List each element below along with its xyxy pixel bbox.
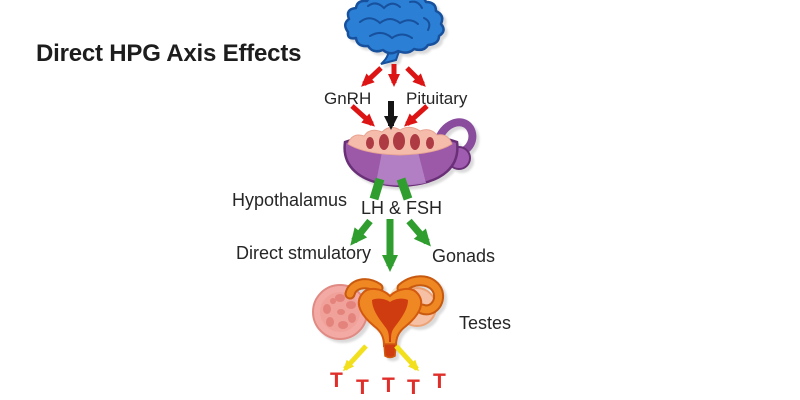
green-stubs-gland-to-lhfsh [369,177,413,201]
label-gnrh: GnRH [324,89,372,108]
label-pituitary: Pituitary [406,89,468,108]
green-arrows-lh-fsh [350,218,431,272]
testosterone-marker: T [433,370,446,393]
brain-body [344,0,445,55]
label-testes: Testes [459,313,512,333]
yellow-arrows-testosterone [342,344,420,372]
left-ovary [312,284,368,340]
cervix [383,343,397,359]
page-title: Direct HPG Axis Effects [36,40,302,67]
brain-gyri-lines [359,0,431,40]
red-arrows-brain-to-labels [361,64,426,87]
label-gonads: Gonads [432,246,496,266]
pituitary-gland-icon [343,118,477,188]
testosterone-marker: T [382,374,395,397]
gland-nuclei-spots [366,132,434,150]
brain-icon [344,0,445,65]
testosterone-marker: T [407,376,420,399]
uterus-ovaries-icon [312,275,445,359]
gland-stalk-curl [434,118,477,156]
uterus-cavity [372,298,408,342]
testosterone-marker: T [356,376,369,399]
testosterone-marker: T [330,369,343,392]
gland-bowl-center [376,152,426,186]
label-hypothalamus: Hypothalamus [232,190,348,210]
label-lh-fsh: LH & FSH [361,198,443,218]
label-direct-stimulatory: Direct stmulatory [236,243,372,263]
arrows-labels-to-gland [350,101,429,130]
fallopian-tubes [344,275,445,316]
